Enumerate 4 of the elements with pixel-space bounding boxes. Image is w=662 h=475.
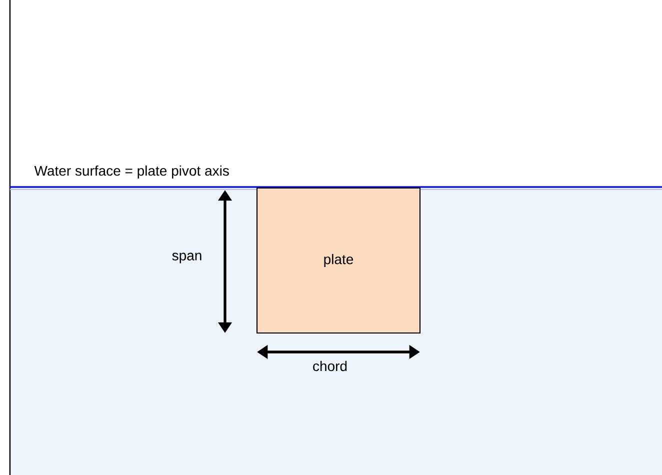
plate-box: plate [256,187,421,334]
dimension-label: chord [313,360,347,372]
axis-label: Water surface = plate pivot axis [34,165,229,179]
dimension-label: span [172,252,202,264]
